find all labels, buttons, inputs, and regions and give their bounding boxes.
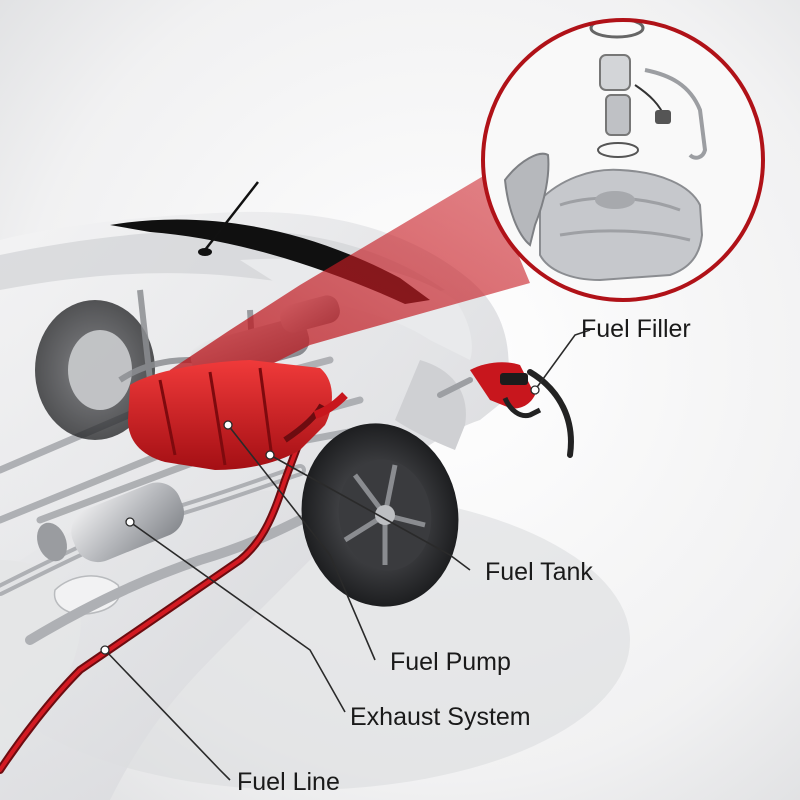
callout-fuel-line: Fuel Line bbox=[237, 768, 340, 796]
magnifier-beam bbox=[165, 175, 530, 400]
callout-fuel-pump: Fuel Pump bbox=[390, 648, 511, 676]
leader-fuel-pump bbox=[227, 424, 376, 661]
leader-fuel-tank bbox=[269, 454, 471, 571]
rear-left-wheel bbox=[35, 300, 155, 440]
magnifier-lens bbox=[481, 18, 765, 302]
lens-fuel-pump bbox=[589, 20, 708, 160]
lens-fuel-tank bbox=[539, 168, 704, 282]
leader-fuel-filler bbox=[534, 329, 591, 391]
leader-lines bbox=[104, 329, 591, 781]
fuel-tank-body bbox=[128, 360, 348, 470]
leader-fuel-line bbox=[104, 649, 231, 781]
lens-heat-shield bbox=[503, 152, 550, 247]
leader-dots bbox=[100, 385, 540, 655]
callout-exhaust-system: Exhaust System bbox=[350, 703, 531, 731]
rear-right-wheel bbox=[301, 423, 459, 607]
leader-exhaust-system bbox=[129, 521, 346, 713]
callout-fuel-tank: Fuel Tank bbox=[485, 558, 593, 586]
callout-fuel-filler: Fuel Filler bbox=[581, 315, 691, 343]
fuel-nozzle bbox=[437, 362, 574, 458]
